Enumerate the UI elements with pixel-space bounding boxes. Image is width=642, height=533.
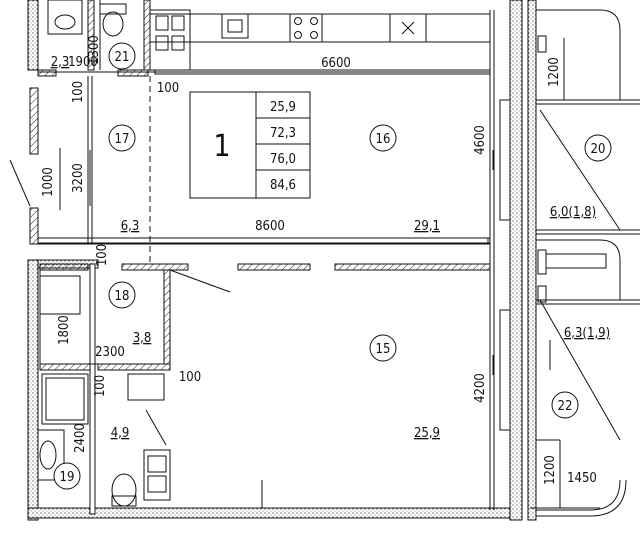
dim-corridor-h: 3200 (71, 163, 86, 193)
room-22-number: 20 (591, 142, 606, 157)
dim-hall-w: 2300 (95, 345, 125, 360)
dim-wall-100-d: 100 (179, 370, 201, 385)
room-18-area: 3,8 (133, 331, 152, 346)
room-22-area: 6,0(1,8) (550, 205, 596, 220)
room-16-area: 29,1 (414, 219, 440, 234)
dim-living-h: 4600 (473, 125, 488, 155)
dim-door-w: 1000 (41, 167, 56, 197)
room-16-number: 16 (376, 132, 391, 147)
dim-loggia-top: 1200 (547, 57, 562, 87)
room-15-number: 15 (376, 342, 391, 357)
dim-wall-100-c: 100 (95, 244, 110, 266)
dim-top-wc: 1900 (68, 55, 98, 70)
dim-loggia-w: 1450 (567, 471, 597, 486)
dim-wall-100-b: 100 (71, 81, 86, 103)
dim-hall-h: 1800 (57, 315, 72, 345)
room-17-number: 17 (115, 132, 130, 147)
room-18-number: 18 (115, 289, 130, 304)
room-21-number: 22 (558, 399, 573, 414)
area-with-loggia: 76,0 (270, 152, 296, 167)
room-15-area: 25,9 (414, 426, 440, 441)
apartment-number: 1 (213, 129, 230, 164)
room-19-number: 19 (60, 470, 75, 485)
dim-room15-h: 4200 (473, 373, 488, 403)
room-21-area: 6,3(1,9) (564, 326, 610, 341)
dim-wall-100-e: 100 (93, 375, 108, 397)
loggias (536, 9, 640, 517)
room-19-area: 4,9 (111, 426, 130, 441)
room-markers (53, 42, 612, 490)
dim-top-kitchen: 6600 (321, 56, 351, 71)
room-20-number: 21 (115, 50, 130, 65)
dim-wc-height: 1300 (87, 35, 102, 65)
dimension-lines (38, 0, 600, 510)
area-living: 25,9 (270, 100, 296, 115)
room-20-area: 2,3 (51, 55, 70, 70)
dim-loggia-bottom: 1200 (543, 455, 558, 485)
area-table (189, 91, 311, 199)
room-17-area: 6,3 (121, 219, 140, 234)
dim-bath-h: 2400 (73, 423, 88, 453)
area-total: 72,3 (270, 126, 296, 141)
kitchen-fixtures (149, 9, 427, 71)
dim-wall-100-a: 100 (157, 81, 179, 96)
area-gross: 84,6 (270, 178, 296, 193)
dim-living-w: 8600 (255, 219, 285, 234)
bathroom-fixtures (37, 0, 511, 507)
